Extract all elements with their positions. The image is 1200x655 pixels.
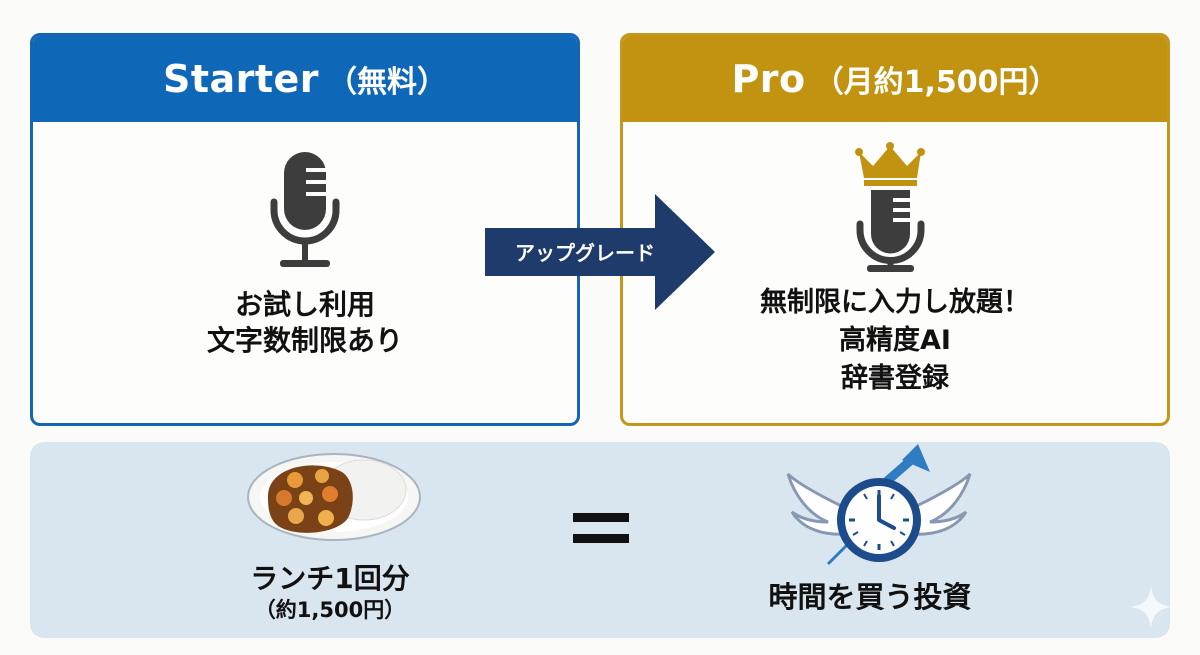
value-comparison-panel: ランチ1回分 （約1,500円） 時間を買う投資 <box>30 442 1170 638</box>
equals-icon <box>573 513 629 549</box>
feature-item: 無制限に入力し放題！ <box>760 287 1030 318</box>
lunch-cost-label: ランチ1回分 <box>250 562 410 595</box>
pro-plan-header: Pro （月約1,500円） <box>623 36 1167 122</box>
feature-item: 辞書登録 <box>841 363 949 394</box>
starter-plan-price: （無料） <box>327 65 448 100</box>
feature-item: お試し利用 <box>234 288 375 321</box>
pro-feature-list: 無制限に入力し放題！ 高精度AI 辞書登録 <box>623 284 1167 398</box>
upgrade-arrow-icon <box>485 194 715 310</box>
winged-clock-icon <box>786 444 972 566</box>
time-investment-label: 時間を買う投資 <box>768 580 972 614</box>
starter-feature-list: お試し利用 文字数制限あり <box>33 287 577 359</box>
pro-plan-price: （月約1,500円） <box>813 65 1059 100</box>
crowned-microphone-icon <box>855 142 925 272</box>
curry-rice-icon <box>247 453 421 541</box>
feature-item: 高精度AI <box>839 325 951 356</box>
pro-plan-card: Pro （月約1,500円） 無制限に入力し放題！ 高精度AI 辞書登録 <box>620 33 1170 426</box>
lunch-cost-price: （約1,500円） <box>254 598 406 622</box>
pro-plan-name: Pro <box>731 57 806 101</box>
starter-plan-name: Starter <box>162 57 320 101</box>
microphone-icon <box>270 152 340 267</box>
starter-plan-body: お試し利用 文字数制限あり <box>33 122 577 423</box>
starter-plan-header: Starter （無料） <box>33 36 577 122</box>
feature-item: 文字数制限あり <box>206 324 403 357</box>
sparkle-icon <box>1130 586 1172 628</box>
upgrade-arrow-label: アップグレード <box>515 240 655 265</box>
pro-plan-body: 無制限に入力し放題！ 高精度AI 辞書登録 <box>623 122 1167 423</box>
